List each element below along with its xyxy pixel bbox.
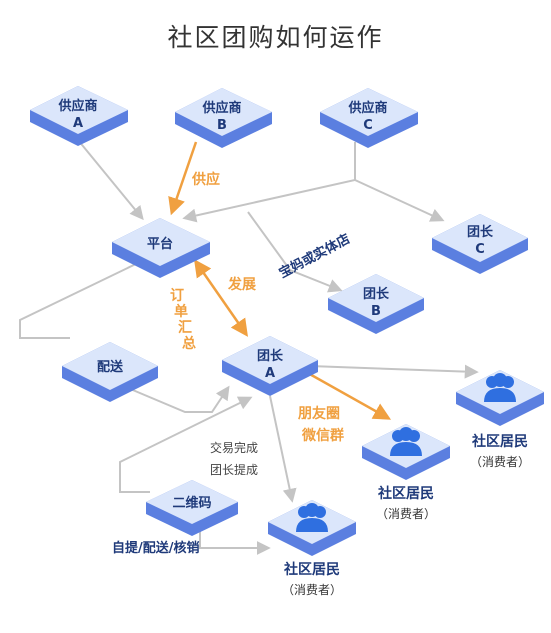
label-trade-2: 团长提成 — [210, 462, 258, 477]
label-mom-store: 宝妈或实体店 — [276, 231, 352, 282]
order-summary-char-3: 汇 — [178, 320, 192, 336]
resident-bottom-sub: （消费者） — [282, 583, 342, 597]
resident-middle-label: 社区居民 — [377, 485, 434, 502]
node-supplier-a[interactable]: 供应商 A — [30, 86, 128, 146]
resident-middle-sub: （消费者） — [376, 507, 436, 521]
edge-platform-leader-a — [194, 259, 248, 337]
qrcode-label: 二维码 — [172, 495, 211, 511]
label-trade-1: 交易完成 — [210, 440, 258, 455]
leader-a-line2: A — [265, 366, 275, 381]
node-leader-b[interactable]: 团长 B — [328, 274, 424, 334]
gray-connectors — [19, 139, 479, 555]
delivery-label: 配送 — [97, 359, 124, 375]
leader-a-line1: 团长 — [257, 348, 284, 364]
supplier-b-line2: B — [217, 118, 227, 133]
node-leader-a[interactable]: 团长 A — [222, 336, 318, 396]
label-supply: 供应 — [191, 171, 220, 188]
supplier-c-line2: C — [363, 118, 373, 133]
node-qrcode[interactable]: 二维码 — [146, 480, 238, 536]
node-supplier-c[interactable]: 供应商 C — [320, 88, 418, 148]
leader-c-line1: 团长 — [467, 224, 494, 240]
leader-c-line2: C — [475, 242, 485, 257]
edge-supplier-c-leader-c — [354, 179, 445, 222]
resident-node-right[interactable]: 社区居民 （消费者） — [456, 370, 544, 469]
leader-b-line1: 团长 — [363, 286, 390, 302]
supplier-c-line1: 供应商 — [347, 100, 387, 116]
node-leader-c[interactable]: 团长 C — [432, 214, 528, 274]
node-platform[interactable]: 平台 — [112, 218, 210, 278]
edge-supplier-a-platform — [77, 139, 144, 221]
node-supplier-b[interactable]: 供应商 B — [175, 88, 272, 148]
label-pickup: 自提/配送/核销 — [112, 540, 200, 556]
order-summary-char-2: 单 — [174, 303, 188, 320]
label-develop: 发展 — [227, 276, 256, 293]
order-summary-char-1: 订 — [170, 287, 184, 304]
person-group-icon — [296, 503, 328, 532]
supplier-a-line2: A — [73, 116, 83, 131]
order-summary-char-4: 总 — [182, 335, 196, 352]
resident-node-middle[interactable]: 社区居民 （消费者） — [362, 424, 450, 521]
orange-connectors — [168, 141, 392, 420]
edge-qrcode-resident-bottom — [199, 528, 271, 555]
label-moments-2: 微信群 — [301, 427, 344, 444]
leader-b-line2: B — [371, 304, 381, 319]
person-group-icon — [390, 427, 422, 456]
person-group-icon — [484, 373, 516, 402]
edge-qrcode-leader-a — [119, 396, 253, 493]
resident-right-label: 社区居民 — [471, 433, 528, 450]
platform-label: 平台 — [147, 236, 173, 252]
edge-leader-a-resident-right — [309, 364, 479, 379]
edge-platform-delivery-loop — [19, 261, 141, 339]
edge-leader-a-resident-bottom — [269, 395, 297, 503]
node-delivery[interactable]: 配送 — [62, 342, 158, 402]
edge-leader-a-resident-mid — [305, 370, 392, 420]
diagram-title: 社区团购如何运作 — [167, 23, 384, 52]
resident-right-sub: （消费者） — [470, 455, 530, 469]
edge-platform-leader-b — [247, 211, 343, 293]
edge-supplier-b-platform — [168, 141, 198, 216]
label-order-summary: 订 单 汇 总 — [170, 287, 196, 352]
supplier-a-line1: 供应商 — [57, 98, 97, 114]
resident-bottom-label: 社区居民 — [283, 561, 340, 578]
supplier-b-line1: 供应商 — [201, 100, 241, 116]
label-moments-1: 朋友圈 — [297, 405, 340, 422]
edge-delivery-leader-a — [127, 385, 230, 413]
resident-node-bottom[interactable]: 社区居民 （消费者） — [268, 500, 356, 597]
